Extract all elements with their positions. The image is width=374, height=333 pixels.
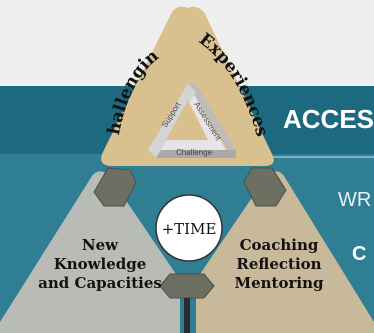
left-label: New Knowledge and Capacities <box>38 236 162 292</box>
banner-title: ACCES <box>283 104 374 134</box>
right-label-line-1: Coaching <box>240 236 319 254</box>
panel-line-2: C <box>352 243 366 265</box>
connector-bottom-stem <box>184 298 190 333</box>
center-label: +TIME <box>162 220 217 238</box>
right-triangle <box>196 171 374 333</box>
right-label: Coaching Reflection Mentoring <box>235 236 324 292</box>
left-label-line-1: New <box>82 236 119 254</box>
connector-bottom <box>159 273 215 299</box>
right-label-line-3: Mentoring <box>235 274 324 292</box>
left-triangle <box>0 171 180 333</box>
penrose-label-challenge: Challenge <box>176 148 213 157</box>
left-label-line-3: and Capacities <box>38 274 162 292</box>
right-label-line-2: Reflection <box>236 255 321 273</box>
panel-line-1: WR <box>338 189 371 211</box>
center-circle <box>155 194 223 262</box>
connector-right <box>243 167 287 207</box>
penrose-triangle: Support Assessment Challenge <box>148 84 236 158</box>
left-label-line-2: Knowledge <box>54 255 147 273</box>
connector-left <box>93 167 137 207</box>
